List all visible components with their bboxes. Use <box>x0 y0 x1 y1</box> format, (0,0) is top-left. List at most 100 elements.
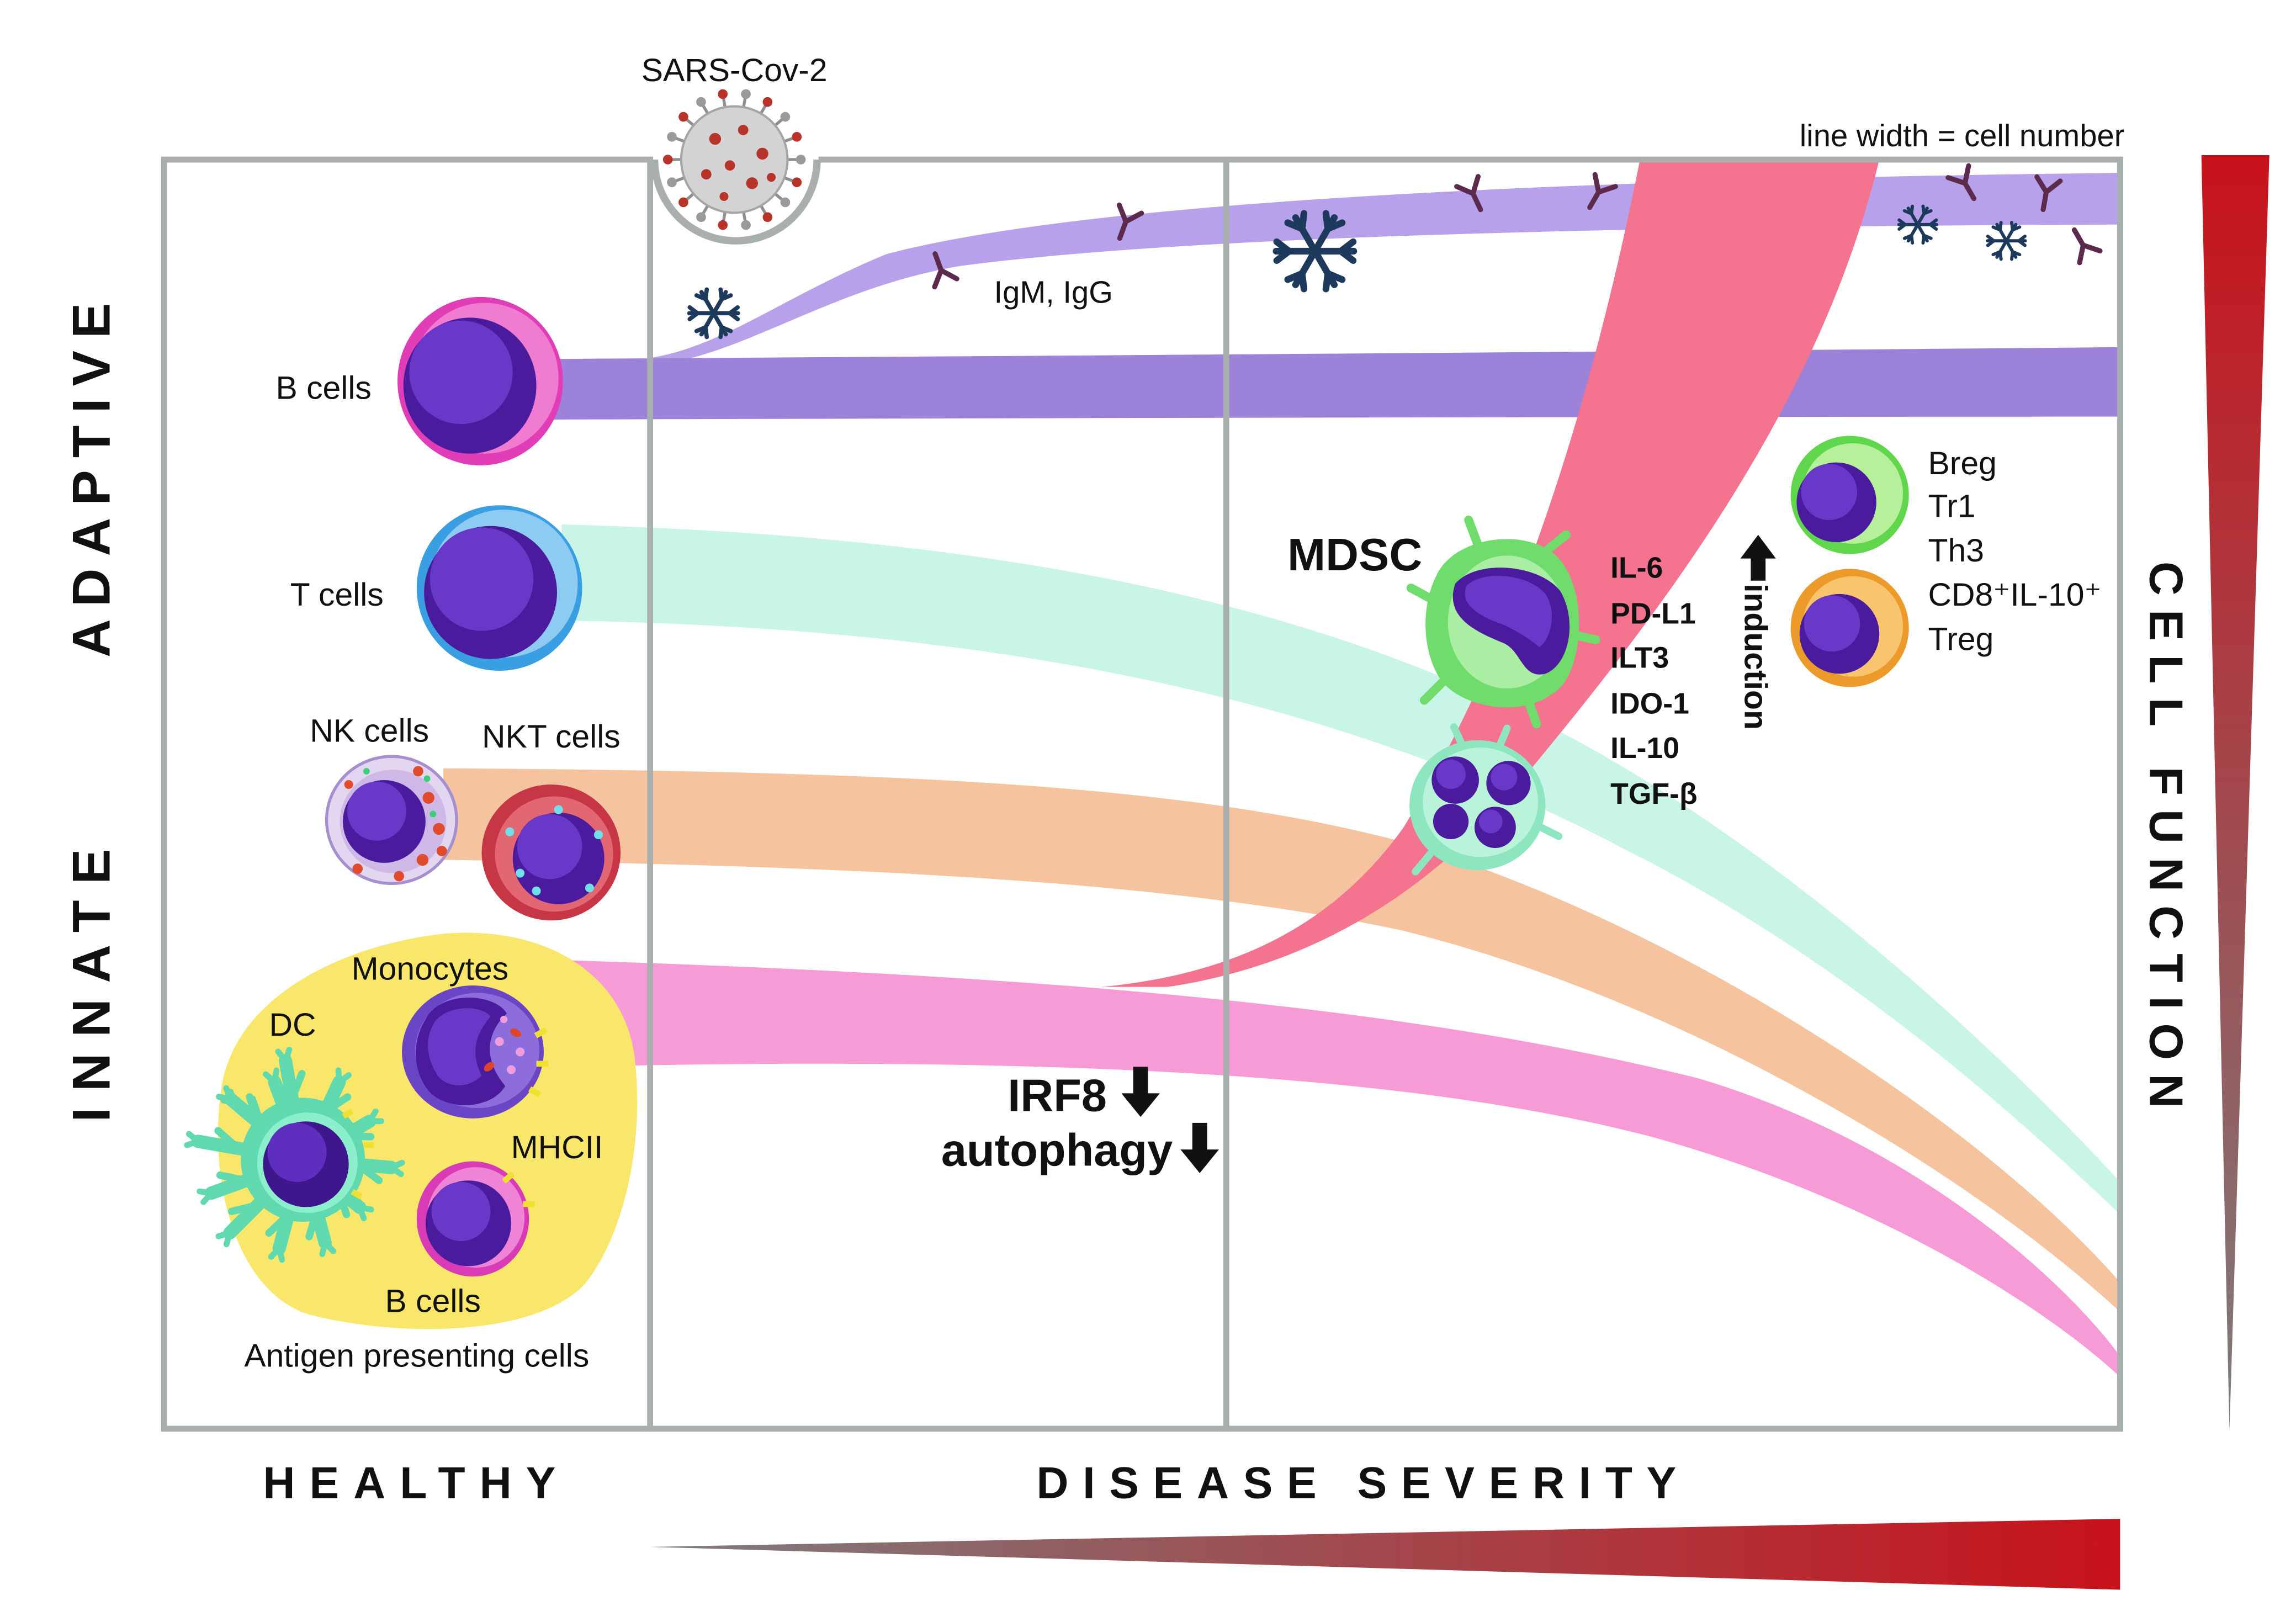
nkt-cell <box>481 785 621 921</box>
granule <box>500 1015 508 1024</box>
dc-dendrite-tip <box>282 1046 293 1064</box>
apc-b-cells-label: B cells <box>385 1283 481 1319</box>
granule <box>413 766 423 777</box>
granule <box>433 823 445 835</box>
mhcii-receptor <box>534 1027 548 1038</box>
nucleus-lobe <box>1433 803 1469 840</box>
dc-dendrite-branch <box>288 1070 306 1103</box>
protrusion <box>1464 515 1482 548</box>
treg-nucleus-highlight <box>1804 595 1860 652</box>
dc-nucleus-highlight <box>267 1122 327 1182</box>
mdsc-cell-granulocytic <box>1409 723 1563 876</box>
nucleus-highlight <box>1491 764 1518 791</box>
monocytes-label: Monocytes <box>352 951 509 987</box>
b-cells-label: B cells <box>276 370 372 406</box>
protrusion <box>1496 724 1511 750</box>
dc-dendrite-tip <box>319 1239 328 1257</box>
mhcii-receptors <box>342 1108 374 1200</box>
protrusion <box>1406 584 1435 603</box>
protrusion <box>1524 698 1541 729</box>
mhcii-label: MHCII <box>511 1130 603 1165</box>
mdsc-factor: PD-L1 <box>1610 597 1696 630</box>
nkt-cell-nucleus-highlight <box>517 814 582 879</box>
autophagy-down-arrow-icon <box>1180 1122 1219 1173</box>
virus-spike-head <box>667 132 677 142</box>
mhcii-receptors <box>528 1027 548 1098</box>
monocyte <box>402 985 548 1119</box>
granule <box>436 846 447 856</box>
dc-dendrite-branch <box>228 1201 262 1215</box>
dc-dendrite-tip <box>185 1131 202 1144</box>
population-bands <box>443 160 2120 1377</box>
virus-protein <box>738 125 749 135</box>
granule <box>422 792 434 804</box>
virus-protein <box>719 192 729 201</box>
mdsc-nucleus-highlight <box>1465 576 1552 648</box>
granule <box>363 768 370 775</box>
dendritic-cell <box>184 1046 405 1263</box>
irf8-label: IRF8 <box>1008 1069 1107 1121</box>
mhcii-receptors <box>502 1171 535 1207</box>
b-cell <box>397 296 563 465</box>
virus-protein <box>701 169 712 180</box>
virus-spike-head <box>792 132 802 142</box>
regulatory-cell-label: Th3 <box>1928 533 1984 569</box>
mhcii-receptor <box>502 1171 515 1184</box>
mhcii-receptor <box>351 1189 363 1200</box>
innate-axis-label: INNATE <box>62 849 121 1122</box>
nk-cells-label: NK cells <box>310 713 429 749</box>
virus-spike-head <box>741 89 751 99</box>
dc-dendrite-tip <box>268 1245 283 1260</box>
mdsc-factor: TGF-β <box>1610 778 1698 810</box>
protrusion <box>1419 678 1447 705</box>
regulatory-cell-label: CD8⁺IL-10⁺ <box>1928 577 2102 613</box>
nucleus-highlight <box>1436 759 1466 789</box>
t-cell-nucleus-highlight <box>429 527 534 631</box>
t-cells-label: T cells <box>290 577 384 613</box>
granule <box>423 775 431 782</box>
dc-dendrite-tip <box>336 1072 352 1085</box>
virus-protein <box>767 173 776 182</box>
granule <box>416 854 429 866</box>
granule <box>510 1028 521 1037</box>
nucleus-highlight <box>1478 809 1503 834</box>
granule <box>429 810 437 818</box>
granule <box>484 1062 495 1072</box>
cell-function-gradient <box>2201 155 2270 1430</box>
mdsc-nucleus-highlights <box>1436 759 1518 834</box>
virus-spike-head <box>718 220 728 230</box>
mdsc-factor: ILT3 <box>1610 642 1669 675</box>
virus-spike-head <box>662 155 673 165</box>
granule <box>516 868 525 878</box>
virus-label: SARS-Cov-2 <box>641 52 828 88</box>
healthy-axis-label: HEALTHY <box>263 1459 555 1508</box>
dc-dendrite-branch <box>216 1171 250 1184</box>
granule <box>554 805 563 814</box>
monocyte-band <box>569 960 2120 1377</box>
t-cell <box>416 505 582 671</box>
monocyte-nucleus-highlight <box>428 1008 491 1085</box>
b-cell-band <box>532 347 2120 420</box>
dc-dendrite-tip <box>366 1118 385 1125</box>
virus-protein <box>709 132 722 145</box>
disease-severity-gradient <box>650 1519 2120 1590</box>
nk-green-granules <box>363 768 437 818</box>
nk-cell-nucleus-highlight <box>347 781 407 841</box>
induction-up-arrow-icon <box>1740 534 1776 581</box>
granule <box>593 830 603 840</box>
virus-bowl <box>650 160 821 245</box>
dc-dendrite-tip <box>388 1164 404 1178</box>
dc-dendrite-branch <box>214 1127 242 1152</box>
granule <box>352 863 363 874</box>
antibody-label: IgM, IgG <box>994 275 1112 310</box>
b-cell-nucleus-highlight <box>409 320 513 425</box>
adaptive-axis-label: ADAPTIVE <box>62 303 121 658</box>
mhcii-receptor <box>342 1108 354 1119</box>
regulatory-cell-label: Breg <box>1928 446 1997 481</box>
protrusion <box>1412 850 1434 876</box>
dc-label: DC <box>269 1007 316 1043</box>
virus-spike-head <box>696 97 706 107</box>
apc-b-cell-nucleus-highlight <box>431 1181 491 1241</box>
mdsc-label: MDSC <box>1287 529 1422 580</box>
granule <box>507 1065 516 1074</box>
